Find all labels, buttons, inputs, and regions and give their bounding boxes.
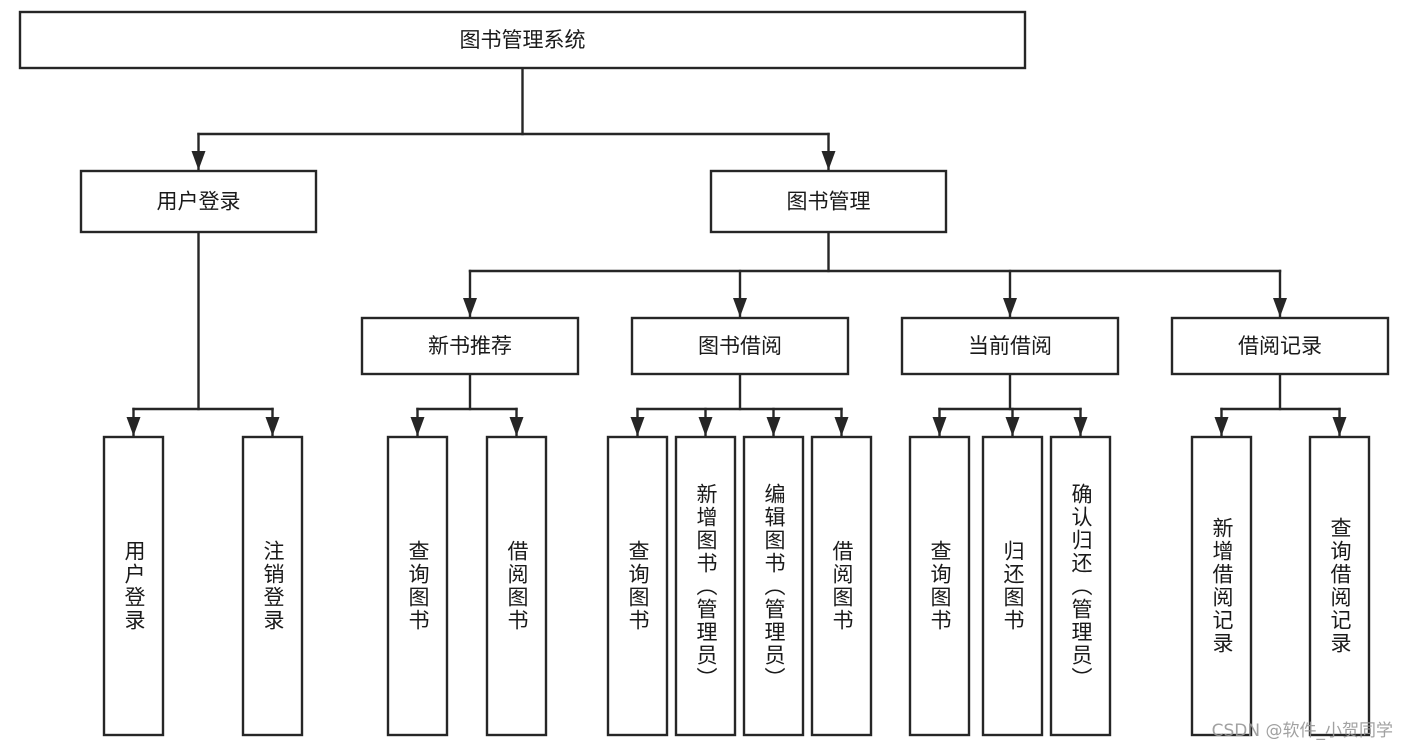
node-user_login-label: 用户登录 (157, 190, 241, 214)
connector-layer (126, 66, 1347, 437)
node-leaf-borrow-book-2-box[interactable] (810, 435, 873, 737)
arrow-head-icon-leaf-query-book-2 (630, 417, 645, 436)
node-leaf-add-borrow-record-box[interactable] (1190, 435, 1253, 737)
node-current_borrow-label: 当前借阅 (968, 334, 1052, 358)
arrow-head-icon-leaf-return-book (1005, 417, 1020, 436)
node-leaf-query-borrow-record-box[interactable] (1308, 435, 1371, 737)
arrow-head-icon-leaf-query-borrow-record (1332, 417, 1347, 436)
csdn-watermark: CSDN @软件_小贺同学 (1211, 721, 1393, 741)
node-user_login-box[interactable] (79, 169, 318, 234)
arrow-head-icon-leaf-borrow-book-1 (509, 417, 524, 436)
node-book_borrow-label: 图书借阅 (698, 334, 782, 358)
arrow-head-icon-leaf-user-login (126, 417, 141, 436)
node-leaf-user-login-box[interactable] (102, 435, 165, 737)
arrow-head-icon-leaf-query-book-3 (932, 417, 947, 436)
arrow-head-icon-leaf-query-book-1 (410, 417, 425, 436)
node-leaf-return-book-box[interactable] (981, 435, 1044, 737)
node-leaf-confirm-return-admin-box[interactable] (1049, 435, 1112, 737)
node-leaf-edit-book-admin-box[interactable] (742, 435, 805, 737)
node-current_borrow-box[interactable] (900, 316, 1120, 376)
arrow-head-icon-leaf-add-borrow-record (1214, 417, 1229, 436)
arrow-head-icon-leaf-edit-book-admin (766, 417, 781, 436)
arrow-head-icon-leaf-confirm-return-admin (1073, 417, 1088, 436)
node-root-label: 图书管理系统 (460, 28, 586, 52)
node-borrow_record-label: 借阅记录 (1238, 334, 1322, 358)
node-borrow_record-box[interactable] (1170, 316, 1390, 376)
arrow-head-icon-leaf-borrow-book-2 (834, 417, 849, 436)
arrow-head-icon-book_manage (821, 151, 836, 170)
arrow-head-icon-new_book_rec (463, 298, 477, 317)
node-book_borrow-box[interactable] (630, 316, 850, 376)
node-new_book_rec-box[interactable] (360, 316, 580, 376)
node-root-box[interactable] (18, 10, 1027, 70)
node-leaf-query-book-3-box[interactable] (908, 435, 971, 737)
arrow-head-icon-current_borrow (1003, 298, 1017, 317)
node-leaf-add-book-admin-box[interactable] (674, 435, 737, 737)
node-leaf-query-book-1-box[interactable] (386, 435, 449, 737)
node-leaf-borrow-book-1-box[interactable] (485, 435, 548, 737)
node-leaf-query-book-2-box[interactable] (606, 435, 669, 737)
arrow-head-icon-book_borrow (733, 298, 747, 317)
node-book_manage-label: 图书管理 (787, 190, 871, 214)
node-new_book_rec-label: 新书推荐 (428, 334, 512, 358)
arrow-head-icon-leaf-add-book-admin (698, 417, 713, 436)
arrow-head-icon-borrow_record (1273, 298, 1287, 317)
arrow-head-icon-user_login (191, 151, 206, 170)
node-box-layer (18, 10, 1390, 737)
arrow-head-icon-leaf-logout-login (265, 417, 280, 436)
node-leaf-logout-login-box[interactable] (241, 435, 304, 737)
node-book_manage-box[interactable] (709, 169, 948, 234)
